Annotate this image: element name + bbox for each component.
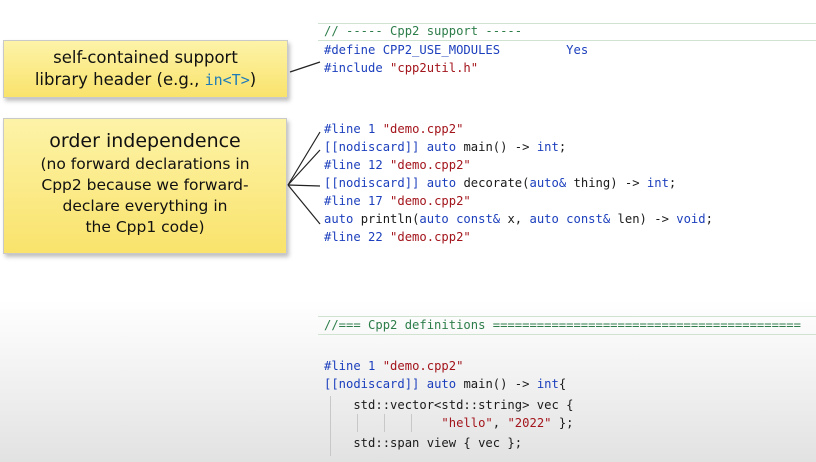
callout-order-independence: order independence (no forward declarati…: [3, 118, 287, 254]
code-decl-line-1: #line 1 "demo.cpp2": [324, 122, 464, 136]
indent-guide-3: [384, 414, 385, 432]
defs-header-rule-top: [318, 316, 816, 317]
indent-guide-2: [357, 414, 358, 432]
callout-order-line3: declare everything in: [62, 197, 228, 215]
callout-order-line1: (no forward declarations in: [40, 155, 250, 173]
code-decl-line-17: #line 17 "demo.cpp2": [324, 194, 471, 208]
code-define-line: #define CPP2_USE_MODULES Yes: [324, 41, 588, 59]
callout-support-library: self-contained support library header (e…: [3, 40, 288, 98]
include-directive: #include: [324, 61, 383, 75]
callout-support-line2: library header (e.g., in<T>): [4, 69, 287, 91]
defs-header-rule-bottom: [318, 334, 816, 335]
callout-support-line1: self-contained support: [53, 48, 238, 67]
code-decl-decorate: [[nodiscard]] auto decorate(auto& thing)…: [324, 176, 677, 190]
connector-support: [289, 61, 321, 73]
indent-guide-4: [411, 414, 412, 432]
code-definitions-comment: //=== Cpp2 definitions =================…: [324, 318, 801, 332]
callout-order-title: order independence: [49, 130, 241, 152]
code-decl-line-22: #line 22 "demo.cpp2": [324, 230, 471, 244]
callout-support-code: in<T>: [204, 71, 250, 89]
callout-support-line2-prefix: library header (e.g.,: [34, 70, 205, 89]
code-header-rule-top: [318, 23, 816, 24]
code-defs-vector: std::vector<std::string> vec {: [324, 398, 574, 412]
code-decl-println: auto println(auto const& x, auto const& …: [324, 212, 713, 226]
callout-order-line4: the Cpp1 code): [85, 218, 205, 236]
code-defs-vector-init: "hello", "2022" };: [441, 416, 574, 430]
code-defs-line-1: #line 1 "demo.cpp2": [324, 359, 464, 373]
include-file: "cpp2util.h": [390, 61, 479, 75]
code-defs-span: std::span view { vec };: [324, 436, 523, 450]
code-header-rule-bottom: [318, 40, 816, 41]
code-decl-main: [[nodiscard]] auto main() -> int;: [324, 140, 567, 154]
define-directive: #define CPP2_USE_MODULES: [324, 43, 501, 57]
callout-support-line2-suffix: ): [249, 70, 257, 89]
connector-order-fan: [287, 131, 321, 225]
code-include-line: #include "cpp2util.h": [324, 59, 478, 77]
code-support-comment: // ----- Cpp2 support -----: [324, 24, 523, 38]
indent-guide-1: [330, 396, 331, 456]
define-value: Yes: [566, 43, 589, 57]
code-decl-line-12: #line 12 "demo.cpp2": [324, 158, 471, 172]
code-defs-main: [[nodiscard]] auto main() -> int{: [324, 377, 567, 391]
callout-order-line2: Cpp2 because we forward-: [41, 176, 249, 194]
